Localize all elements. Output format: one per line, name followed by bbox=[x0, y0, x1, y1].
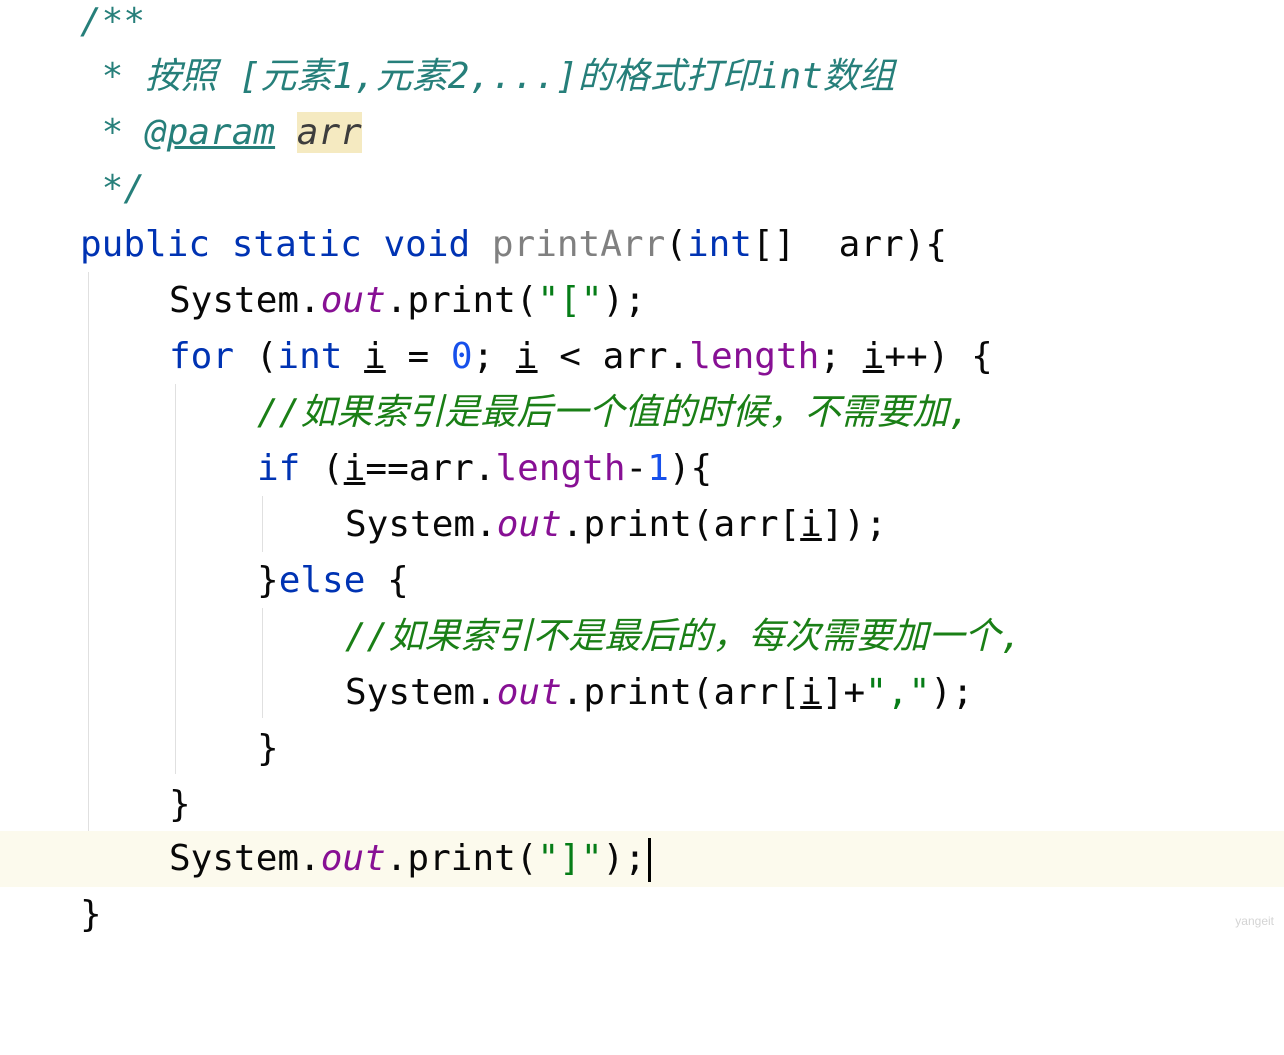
code-line[interactable]: /** bbox=[0, 0, 1284, 50]
code-text bbox=[342, 336, 364, 377]
code-text: ( bbox=[300, 448, 344, 489]
code-text: ; bbox=[472, 336, 516, 377]
loop-variable[interactable]: i bbox=[364, 336, 386, 377]
indent-guide bbox=[262, 496, 263, 552]
code-line[interactable]: } bbox=[0, 721, 1284, 777]
number-literal: 0 bbox=[450, 336, 473, 377]
code-line[interactable]: } bbox=[0, 887, 1284, 943]
code-text: ); bbox=[930, 672, 974, 713]
keyword: public bbox=[80, 224, 211, 265]
string-literal: "]" bbox=[537, 838, 603, 879]
code-text: System. bbox=[345, 672, 497, 713]
text-cursor bbox=[647, 838, 651, 882]
doc-space bbox=[275, 112, 297, 153]
line-comment-text: 如果索引是最后一个值的时候，不需要加, bbox=[300, 392, 971, 433]
length-field[interactable]: length bbox=[689, 336, 820, 377]
code-line[interactable]: * @param arr bbox=[0, 105, 1284, 161]
line-comment-text: 如果索引不是最后的，每次需要加一个, bbox=[388, 616, 1023, 657]
length-field[interactable]: length bbox=[495, 448, 626, 489]
doc-comment: */ bbox=[80, 168, 146, 209]
keyword: void bbox=[383, 224, 471, 265]
static-field[interactable]: out bbox=[320, 838, 386, 879]
code-line[interactable]: public static void printArr(int[] arr){ bbox=[0, 217, 1284, 273]
code-line-current[interactable]: System.out.print("]"); bbox=[0, 831, 1284, 887]
javadoc-param-name[interactable]: arr bbox=[296, 112, 362, 153]
code-text: .print( bbox=[385, 280, 538, 321]
loop-variable[interactable]: i bbox=[343, 448, 366, 489]
code-text: .print(arr[ bbox=[561, 672, 801, 713]
keyword: int bbox=[277, 336, 343, 377]
code-text: ){ bbox=[668, 448, 713, 489]
code-text: < arr. bbox=[537, 336, 690, 377]
code-text: ); bbox=[602, 838, 646, 879]
code-text: ( bbox=[234, 336, 278, 377]
code-line[interactable]: //如果索引是最后一个值的时候，不需要加, bbox=[0, 385, 1284, 441]
code-line[interactable]: for (int i = 0; i < arr.length; i++) { bbox=[0, 329, 1284, 385]
code-text: ]); bbox=[821, 504, 887, 545]
code-text: System. bbox=[169, 838, 321, 879]
keyword: for bbox=[169, 336, 235, 377]
doc-comment: * bbox=[80, 112, 146, 153]
code-line[interactable]: if (i==arr.length-1){ bbox=[0, 441, 1284, 497]
number-literal: 1 bbox=[647, 448, 669, 489]
code-text: = bbox=[385, 336, 451, 377]
keyword: else bbox=[278, 560, 366, 601]
code-text: { bbox=[365, 560, 409, 601]
javadoc-param-tag[interactable]: @param bbox=[145, 112, 276, 153]
code-line[interactable]: System.out.print(arr[i]+","); bbox=[0, 665, 1284, 721]
keyword: int bbox=[686, 224, 752, 265]
code-text: .print( bbox=[385, 838, 538, 879]
loop-variable[interactable]: i bbox=[800, 504, 822, 545]
line-comment: // bbox=[345, 616, 389, 657]
code-line[interactable]: * 按照 [元素1,元素2,...]的格式打印int数组 bbox=[0, 49, 1284, 105]
code-line[interactable]: }else { bbox=[0, 553, 1284, 609]
indent-guide bbox=[175, 384, 176, 774]
loop-variable[interactable]: i bbox=[800, 672, 822, 713]
static-field[interactable]: out bbox=[496, 672, 562, 713]
code-text: ( bbox=[665, 224, 687, 265]
code-text: ==arr. bbox=[365, 448, 496, 489]
code-line[interactable]: System.out.print(arr[i]); bbox=[0, 497, 1284, 553]
closing-brace: } bbox=[257, 728, 279, 769]
string-literal: "[" bbox=[537, 280, 603, 321]
code-text: - bbox=[625, 448, 648, 489]
watermark: yangeit bbox=[1235, 914, 1274, 928]
code-text: .print(arr[ bbox=[561, 504, 801, 545]
indent-guide bbox=[88, 272, 89, 884]
code-text: ]+ bbox=[821, 672, 866, 713]
loop-variable[interactable]: i bbox=[515, 336, 538, 377]
code-line[interactable]: System.out.print("["); bbox=[0, 273, 1284, 329]
code-line[interactable]: */ bbox=[0, 161, 1284, 217]
code-text: System. bbox=[345, 504, 497, 545]
doc-comment: /** bbox=[80, 1, 146, 42]
static-field[interactable]: out bbox=[320, 280, 386, 321]
closing-brace: } bbox=[80, 894, 102, 935]
code-text: ; bbox=[819, 336, 863, 377]
loop-variable[interactable]: i bbox=[862, 336, 885, 377]
code-text: ++) { bbox=[884, 336, 993, 377]
code-text: ); bbox=[602, 280, 646, 321]
code-text: } bbox=[257, 560, 279, 601]
doc-comment: * bbox=[80, 56, 146, 97]
closing-brace: } bbox=[169, 784, 191, 825]
keyword: static bbox=[231, 224, 362, 265]
string-literal: "," bbox=[865, 672, 931, 713]
static-field[interactable]: out bbox=[496, 504, 562, 545]
code-text: System. bbox=[169, 280, 321, 321]
method-name[interactable]: printArr bbox=[491, 224, 666, 265]
code-line[interactable]: //如果索引不是最后的，每次需要加一个, bbox=[0, 609, 1284, 665]
keyword: if bbox=[257, 448, 301, 489]
code-editor[interactable]: /** * 按照 [元素1,元素2,...]的格式打印int数组 * @para… bbox=[0, 0, 1284, 936]
code-line[interactable]: } bbox=[0, 777, 1284, 833]
line-comment: // bbox=[257, 392, 301, 433]
code-text: [] arr){ bbox=[751, 224, 948, 265]
indent-guide bbox=[262, 608, 263, 718]
doc-comment-text: 按照 [元素1,元素2,...]的格式打印int数组 bbox=[145, 56, 895, 97]
